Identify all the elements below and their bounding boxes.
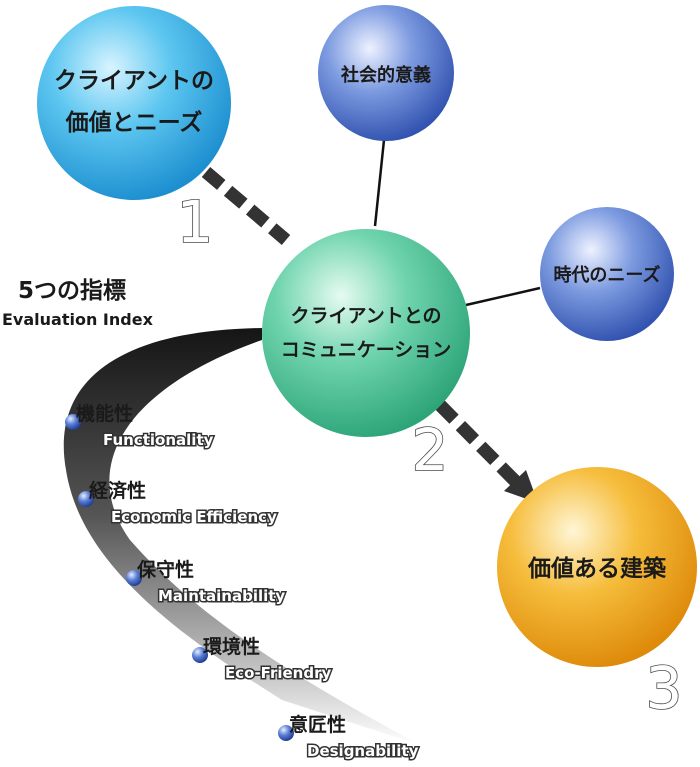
client-values-line2: 価値とニーズ xyxy=(65,109,203,136)
metric-en-functionality: Functionality xyxy=(103,431,214,449)
metric-jp-eco-friendly: 環境性 xyxy=(203,635,260,658)
evaluation-index-title: 5つの指標 xyxy=(18,278,126,304)
metric-jp-functionality: 機能性 xyxy=(76,402,133,425)
client-communication-line1: クライアントとの xyxy=(290,305,441,327)
arrow-step-1 xyxy=(201,167,291,245)
metric-en-maintainability: Maintainability xyxy=(158,587,285,605)
bubble-era-needs xyxy=(540,207,674,341)
bubble-valuable-architecture xyxy=(497,467,697,667)
metric-en-economic-efficiency: Economic Efficiency xyxy=(111,508,277,526)
evaluation-index-band xyxy=(63,328,420,745)
metric-en-designability: Designability xyxy=(307,742,419,760)
bubble-social-significance xyxy=(318,5,454,141)
metric-jp-designability: 意匠性 xyxy=(289,713,346,736)
era-needs-label: 時代のニーズ xyxy=(553,264,660,286)
metric-dot-icon xyxy=(78,491,94,507)
connector-era xyxy=(465,286,541,307)
client-values-line1: クライアントの xyxy=(54,68,214,94)
evaluation-index-subtitle: Evaluation Index xyxy=(2,310,154,329)
metric-jp-economic-efficiency: 経済性 xyxy=(89,479,146,502)
client-communication-line2: コミュニケーション xyxy=(281,339,452,361)
metric-dot-icon xyxy=(278,725,294,741)
metric-dot-icon xyxy=(192,647,208,663)
metric-dot-icon xyxy=(126,570,142,586)
step-number-3: 3 xyxy=(646,654,683,722)
arrow-step-2 xyxy=(435,400,527,493)
valuable-architecture-label: 価値ある建築 xyxy=(527,555,667,582)
step-number-2: 2 xyxy=(412,416,449,484)
metric-jp-maintainability: 保守性 xyxy=(136,558,194,581)
bubble-client-communication xyxy=(262,229,470,437)
bubble-client-values xyxy=(37,6,231,200)
step-number-1: 1 xyxy=(177,188,214,256)
metric-dot-icon xyxy=(65,414,81,430)
social-significance-label: 社会的意義 xyxy=(341,64,431,86)
metric-en-eco-friendly: Eco-Friendry xyxy=(225,664,331,682)
connector-social xyxy=(373,139,386,227)
